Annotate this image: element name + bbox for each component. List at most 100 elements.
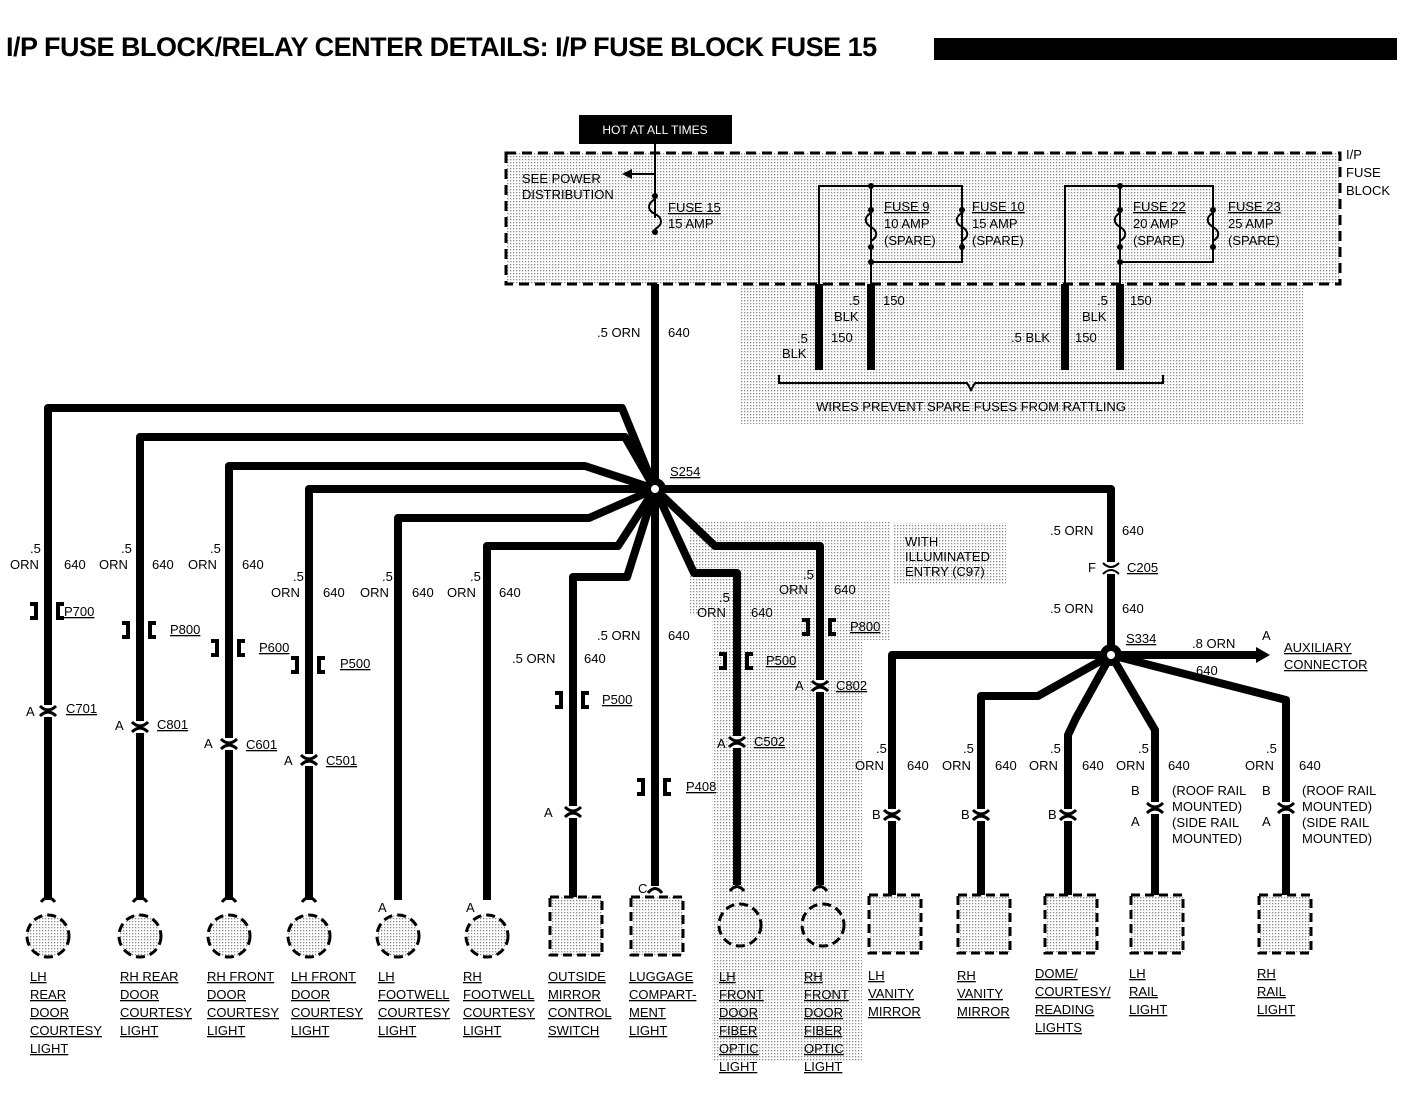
component-7-label-2: COMPART- [629,987,696,1002]
component-0-label-5: LIGHT [30,1041,68,1056]
connector-p500-6 [719,652,727,670]
connector-p800-7 [802,618,810,636]
wire-circuit-6: 640 [834,582,856,597]
component-8 [717,902,763,948]
wire-size-9: .5 [963,741,974,756]
illum-note-2: ILLUMINATED [905,549,990,564]
aux-connector-1: AUXILIARY [1284,640,1352,655]
c205-pin: F [1088,560,1096,575]
component-2-label-3: COURTESY [207,1005,279,1020]
fuse10-name: FUSE 10 [972,199,1025,214]
connector-c502 [727,735,747,749]
wire-color-3: ORN [271,585,300,600]
aux-connector-2: CONNECTOR [1284,657,1368,672]
component-9-label-2: FRONT [804,987,849,1002]
page-title: I/P FUSE BLOCK/RELAY CENTER DETAILS: I/P… [6,32,877,62]
wire-circuit-2: 640 [242,557,264,572]
wire-circuit-mirror: 640 [584,651,606,666]
blk-size-2: .5 [849,293,860,308]
connector-p500-label-4: P500 [602,692,632,707]
component-0-label-4: COURTESY [30,1023,102,1038]
connector-right-1 [971,808,991,822]
component-5-label-4: LIGHT [463,1023,501,1038]
feed-wire-label: .5 ORN [597,325,640,340]
pin-a-3: A [284,753,293,768]
fuse23-name: FUSE 23 [1228,199,1281,214]
component-0 [25,913,71,959]
illum-note-1: WITH [905,534,938,549]
power-dist-1: SEE POWER [522,171,601,186]
wire-color-1: ORN [99,557,128,572]
component-11-label-3: MIRROR [957,1004,1010,1019]
connector-p500-3 [291,656,299,674]
mount-note-1-0: (ROOF RAIL [1302,783,1376,798]
aux-wire-label: .8 ORN [1192,636,1235,651]
spare-blk-wires [815,284,1124,370]
component-1-label-3: COURTESY [120,1005,192,1020]
component-6 [548,895,604,957]
wire-color-8: ORN [855,758,884,773]
blk-size-1: .5 [797,331,808,346]
component-3-label-1: LH FRONT [291,969,356,984]
power-dist-2: DISTRIBUTION [522,187,614,202]
component-0-label-1: LH [30,969,47,984]
fuse-block-label-1: I/P [1346,147,1362,162]
r-wire-circuit-2: 640 [1122,601,1144,616]
component-9-label-4: FIBER [804,1023,842,1038]
pin-a-2: A [204,736,213,751]
connector-p800-1 [122,621,130,639]
s254-branches [44,404,1115,900]
component-11 [956,893,1012,955]
component-1-label-1: RH REAR [120,969,179,984]
aux-arrow [1256,647,1270,663]
wire-size-3: .5 [293,569,304,584]
component-0-label-3: DOOR [30,1005,69,1020]
component-13-label-1: LH [1129,966,1146,981]
c205-label: C205 [1127,560,1158,575]
blk-color-1: BLK [782,346,807,361]
c205-connector [1102,562,1120,575]
wire-size-4: .5 [382,569,393,584]
wire-size-8: .5 [876,741,887,756]
wire-circuit-9: 640 [995,758,1017,773]
component-2 [206,913,252,959]
fuse15-name: FUSE 15 [668,200,721,215]
component-13-label-2: RAIL [1129,984,1158,999]
wire-circuit-10: 640 [1082,758,1104,773]
component-4 [375,913,421,959]
fuse15-rating: 15 AMP [668,216,714,231]
component-1-label-4: LIGHT [120,1023,158,1038]
component-1-label-2: DOOR [120,987,159,1002]
component-12 [1043,893,1099,955]
hot-label: HOT AT ALL TIMES [602,123,707,137]
wire-size-11: .5 [1138,741,1149,756]
connector-c501-label: C501 [326,753,357,768]
connector-rail-1 [1276,801,1296,815]
component-7 [629,895,685,957]
wire-circuit-1: 640 [152,557,174,572]
blk-circuit-3: 150 [1075,330,1097,345]
fuse10-rating: 15 AMP [972,216,1018,231]
connector-c701-label: C701 [66,701,97,716]
connector-c701 [38,704,58,718]
connector-p800-label-7: P800 [850,619,880,634]
component-14-label-2: RAIL [1257,984,1286,999]
wire-color-9: ORN [942,758,971,773]
pin-a-lh-footwell: A [378,900,387,915]
fuse9-note: (SPARE) [884,233,936,248]
component-11-label-2: VANITY [957,986,1003,1001]
pin-b-0: B [872,807,881,822]
component-2-label-4: LIGHT [207,1023,245,1038]
fuse-block-label-3: BLOCK [1346,183,1390,198]
blk-size-4: .5 [1097,293,1108,308]
component-12-label-1: DOME/ [1035,966,1078,981]
component-5-label-1: RH [463,969,482,984]
component-13-label-3: LIGHT [1129,1002,1167,1017]
wire-color-7: ORN [697,605,726,620]
pin-b-1: B [961,807,970,822]
connector-p408-label-5: P408 [686,779,716,794]
blk-color-4: BLK [1082,309,1107,324]
pin-a-mirror: A [544,805,553,820]
s334-label: S334 [1126,631,1156,646]
